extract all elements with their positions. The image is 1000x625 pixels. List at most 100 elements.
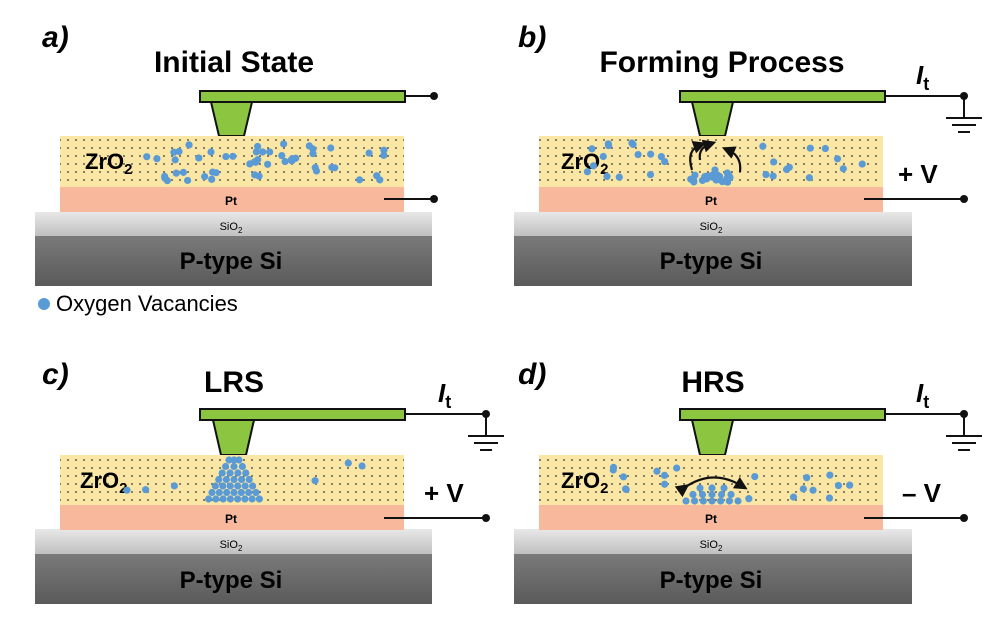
oxygen-vacancy	[312, 167, 321, 175]
oxygen-vacancy	[245, 475, 253, 484]
oxygen-vacancy	[179, 168, 187, 176]
oxygen-vacancy	[245, 488, 253, 497]
oxygen-vacancy	[238, 462, 246, 471]
oxygen-vacancy	[355, 176, 364, 184]
afm-tip	[211, 419, 256, 456]
oxygen-vacancy	[222, 475, 230, 484]
oxygen-vacancy	[222, 152, 230, 161]
oxygen-vacancy	[237, 488, 245, 497]
oxygen-vacancy	[770, 158, 778, 166]
oxygen-vacancy	[327, 144, 335, 152]
zro2-label: ZrO2	[561, 149, 608, 178]
terminal-dot	[960, 514, 968, 522]
terminal-dot	[430, 92, 438, 100]
oxygen-vacancy	[219, 482, 227, 490]
oxygen-vacancy	[230, 456, 238, 464]
oxygen-vacancy	[219, 495, 227, 503]
oxygen-vacancy	[839, 165, 847, 173]
p-type-si-substrate	[35, 236, 432, 286]
oxygen-vacancy	[183, 176, 192, 185]
pt-electrode	[60, 187, 404, 212]
legend-vacancy-marker	[38, 298, 50, 310]
oxygen-vacancy	[252, 148, 261, 156]
panel-letter: c)	[42, 358, 69, 391]
current-label: It	[438, 378, 451, 412]
oxygen-vacancy	[825, 494, 834, 502]
pt-label: Pt	[225, 512, 237, 526]
oxygen-vacancy	[201, 172, 209, 181]
sio2-layer	[514, 212, 912, 238]
oxygen-vacancy	[208, 168, 217, 176]
oxygen-vacancy	[242, 469, 250, 477]
oxygen-vacancy	[241, 495, 249, 503]
oxygen-vacancy	[734, 497, 742, 505]
oxygen-vacancy	[634, 150, 642, 159]
oxygen-vacancy	[230, 475, 238, 484]
oxygen-vacancy	[249, 482, 257, 490]
oxygen-vacancy	[653, 467, 661, 475]
zro2-label: ZrO2	[80, 468, 127, 497]
panel-a: a) Initial State ZrO2 Pt SiO2 P-type Si	[35, 21, 438, 286]
oxygen-vacancies	[143, 140, 388, 185]
rupture-arrow	[674, 476, 748, 498]
p-type-si-substrate	[35, 554, 432, 604]
substrate-label: P-type Si	[180, 567, 283, 594]
sio2-label: SiO2	[700, 539, 723, 553]
oxygen-vacancy	[762, 170, 770, 179]
oxygen-vacancy	[759, 142, 767, 150]
panel-c: c) LRS It + V ZrO2 Pt SiO2 P-type Si	[35, 358, 504, 604]
oxygen-vacancies	[583, 139, 866, 186]
oxygen-vacancy	[727, 490, 735, 499]
substrate-label: P-type Si	[180, 248, 283, 275]
substrate-label: P-type Si	[660, 567, 763, 594]
afm-tip	[209, 101, 254, 137]
oxygen-vacancy	[717, 497, 725, 505]
terminal-dot	[482, 514, 490, 522]
oxygen-vacancy	[589, 162, 598, 170]
pt-electrode	[539, 187, 883, 212]
oxygen-vacancy	[751, 473, 759, 481]
oxygen-vacancy	[248, 495, 256, 503]
oxygen-vacancy	[208, 175, 216, 183]
oxygen-vacancy	[805, 174, 813, 182]
oxygen-vacancy	[255, 172, 263, 180]
oxygen-vacancy	[785, 163, 793, 171]
oxygen-vacancy	[661, 480, 669, 488]
zro2-label: ZrO2	[85, 149, 132, 178]
terminal-dot	[960, 195, 968, 203]
oxygen-vacancy	[682, 497, 690, 505]
oxygen-vacancy	[123, 486, 131, 494]
oxygen-vacancy	[647, 150, 655, 158]
panel-title: Forming Process	[599, 46, 844, 79]
substrate-label: P-type Si	[660, 248, 763, 275]
panel-d: d) HRS It – V ZrO2 Pt SiO2 P-type Si	[514, 358, 982, 604]
oxygen-vacancy	[205, 495, 213, 503]
oxygen-vacancy	[171, 156, 179, 164]
oxygen-vacancy	[619, 473, 628, 481]
oxygen-vacancy	[170, 482, 178, 490]
oxygen-vacancy	[143, 153, 151, 161]
oxygen-vacancy	[609, 463, 618, 471]
oxygen-vacancy	[172, 169, 180, 177]
oxygen-vacancy	[235, 456, 243, 464]
sio2-layer	[35, 529, 432, 556]
oxygen-vacancy	[278, 151, 286, 160]
oxygen-vacancy	[229, 152, 237, 160]
oxygen-vacancy	[583, 168, 592, 176]
migration-arrows	[689, 139, 742, 173]
oxygen-vacancy	[698, 176, 707, 185]
panel-title: LRS	[204, 366, 264, 399]
terminal-dot	[430, 195, 438, 203]
legend: Oxygen Vacancies	[38, 291, 238, 316]
oxygen-vacancy	[328, 163, 336, 171]
oxygen-vacancy	[699, 497, 707, 505]
oxygen-vacancy	[309, 150, 317, 158]
panel-letter: d)	[518, 358, 546, 391]
oxygen-vacancy	[769, 172, 777, 180]
oxygen-vacancy	[698, 490, 707, 499]
oxygen-vacancy	[215, 488, 223, 497]
oxygen-vacancy	[153, 155, 161, 163]
oxygen-vacancy	[660, 471, 669, 480]
oxygen-vacancy	[281, 157, 289, 166]
